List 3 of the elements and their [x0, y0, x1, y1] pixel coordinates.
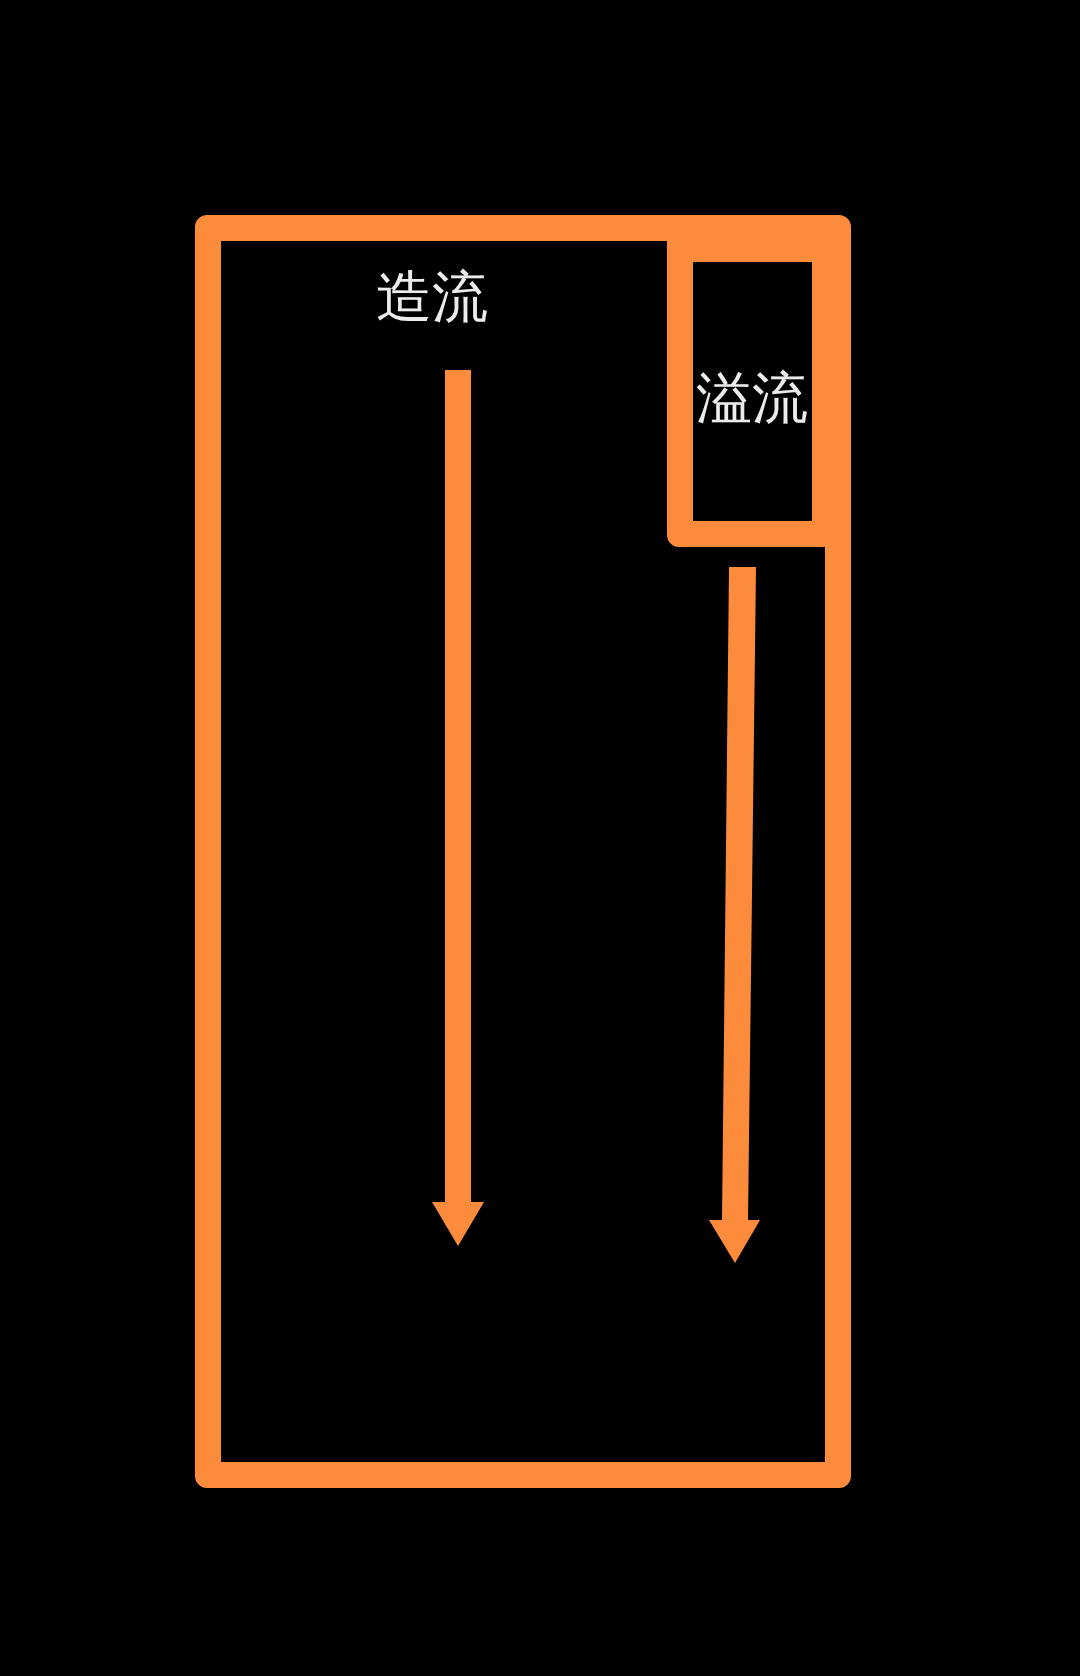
flow-label: 造流: [376, 269, 488, 325]
tank-box: [195, 215, 851, 1488]
overflow-label: 溢流: [696, 370, 808, 426]
